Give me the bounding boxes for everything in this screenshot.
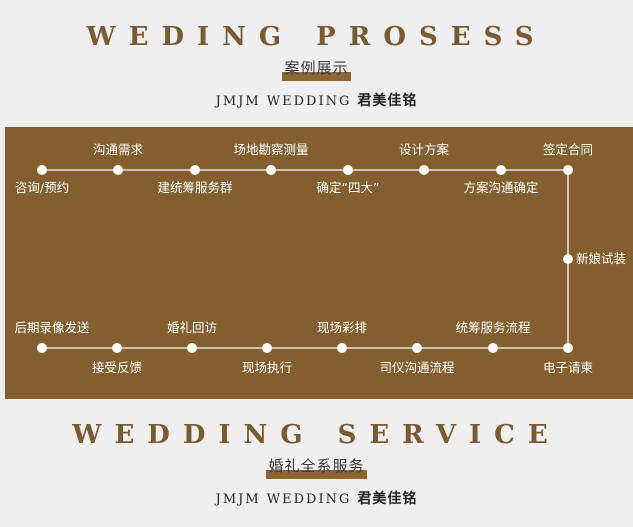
flow-node-top — [37, 165, 47, 175]
brand-cn: 君美佳铭 — [357, 93, 418, 109]
process-title: WEDING PROSESS — [86, 22, 547, 52]
flow-step-label: 场地勘察测量 — [233, 142, 309, 157]
flow-node-top — [266, 165, 276, 175]
flow-node-bottom — [262, 343, 272, 353]
process-flow-diagram — [37, 165, 573, 353]
flow-node-bottom — [187, 343, 197, 353]
flow-step-label: 后期录像发送 — [14, 320, 90, 335]
flow-step-label: 建统筹服务群 — [157, 180, 233, 195]
flow-step-label: 确定“四大” — [316, 180, 380, 195]
flow-step-label: 现场彩排 — [316, 320, 368, 335]
service-title: WEDDING SERVICE — [72, 420, 561, 450]
service-header: WEDDING SERVICE 婚礼全系服务 JMJM WEDDING 君美佳铭 — [0, 420, 633, 508]
flow-node-bottom — [412, 343, 422, 353]
brand-line: JMJM WEDDING 君美佳铭 — [0, 90, 633, 110]
flow-node-top — [190, 165, 200, 175]
flow-step-label: 接受反馈 — [91, 360, 143, 375]
flow-step-label: 婚礼回访 — [166, 320, 218, 335]
brand-line-bottom: JMJM WEDDING 君美佳铭 — [0, 488, 633, 508]
flow-node-top — [113, 165, 123, 175]
process-header: WEDING PROSESS 案例展示 JMJM WEDDING 君美佳铭 — [0, 22, 633, 110]
flow-step-label: 电子请柬 — [542, 360, 594, 375]
flow-node-top — [343, 165, 353, 175]
flow-node-bottom — [488, 343, 498, 353]
flow-node-top — [419, 165, 429, 175]
flow-step-label: 设计方案 — [398, 142, 450, 157]
flow-step-label: 签定合同 — [542, 142, 594, 157]
process-band: 咨询/预约 沟通需求建统筹服务群 场地勘察测量确定“四大” 设计方案方案沟通确定 签定合… — [5, 127, 633, 399]
flow-step-label: 咨询/预约 — [14, 180, 70, 195]
brand-cn: 君美佳铭 — [357, 491, 418, 507]
flow-step-label: 统筹服务流程 — [455, 320, 531, 335]
flow-step-label: 沟通需求 — [92, 142, 144, 157]
process-subtitle: 案例展示 — [282, 59, 351, 81]
flow-step-label: 新娘试装 — [576, 251, 627, 266]
service-subtitle: 婚礼全系服务 — [266, 457, 367, 479]
brand-en: JMJM WEDDING — [215, 492, 352, 507]
flow-node-bottom — [37, 343, 47, 353]
flow-step-label: 司仪沟通流程 — [379, 360, 455, 375]
flow-step-label: 方案沟通确定 — [463, 180, 539, 195]
brand-en: JMJM WEDDING — [215, 94, 352, 109]
flow-node-top — [496, 165, 506, 175]
flow-node-bottom — [563, 343, 573, 353]
flow-node-bottom — [337, 343, 347, 353]
flow-step-label: 现场执行 — [241, 360, 293, 375]
flow-node-bottom — [112, 343, 122, 353]
flow-node-side — [563, 254, 573, 264]
flow-node-top — [563, 165, 573, 175]
